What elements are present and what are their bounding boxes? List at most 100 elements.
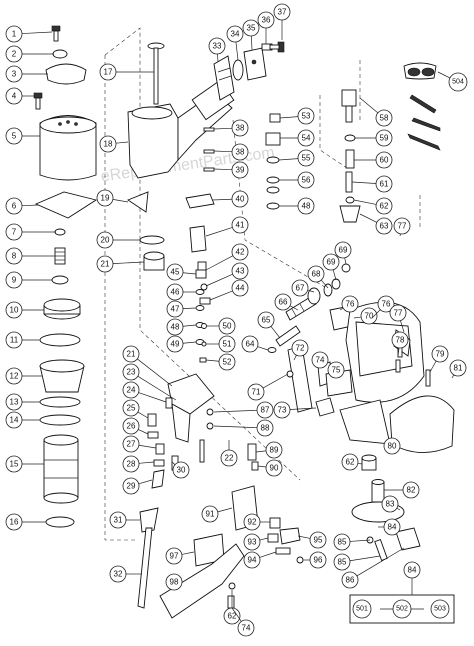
callout-leader (113, 262, 144, 264)
callout-number: 97 (170, 552, 179, 561)
part-68-ring (342, 264, 350, 272)
callout-number: 79 (436, 350, 445, 359)
callout-88: 88 (214, 420, 273, 436)
callout-10: 10 (6, 302, 44, 318)
callout-number: 58 (380, 114, 389, 123)
callout-number: 37 (278, 8, 287, 17)
callout-number: 52 (223, 358, 232, 367)
callout-number: 67 (296, 284, 305, 293)
callout-46: 46 (167, 284, 196, 300)
callout-leader (22, 32, 52, 34)
callout-number: 20 (101, 236, 110, 245)
callout-number: 78 (396, 336, 405, 345)
part-9-ring (52, 276, 68, 284)
callout-leader (358, 463, 362, 464)
callout-32: 32 (110, 566, 142, 582)
callout-leader (280, 117, 298, 118)
part-84-latch (396, 528, 420, 550)
callout-number: 83 (386, 500, 395, 509)
callout-74: 74 (312, 352, 328, 368)
part-48b-plunger (342, 90, 356, 122)
callout-number: 54 (302, 134, 311, 143)
part-8-spring (55, 248, 65, 264)
callout-leader (271, 326, 280, 338)
part-36-bolt (270, 42, 284, 52)
callout-81: 81 (450, 360, 466, 378)
callout-number: 6 (12, 202, 17, 211)
part-6-gasket (36, 192, 96, 218)
callout-number: 18 (104, 140, 113, 149)
callout-number: 69 (339, 246, 348, 255)
callout-leader (206, 360, 219, 361)
callout-leader (214, 169, 232, 170)
callout-number: 65 (262, 316, 271, 325)
part-39-valve-cap (186, 194, 214, 208)
part-504-hex-key (408, 134, 440, 150)
callout-number: 84 (408, 566, 417, 575)
part-38b-pin (204, 168, 214, 171)
callout-55: 55 (279, 150, 314, 166)
callout-89: 89 (256, 442, 282, 458)
callout-number: 502 (396, 606, 408, 613)
part-55b-ring (267, 187, 279, 193)
callout-24: 24 (123, 382, 166, 402)
callout-leader (116, 142, 128, 143)
callout-29: 29 (123, 478, 152, 494)
callout-number: 24 (127, 386, 136, 395)
part-28-lever (152, 470, 164, 488)
callout-leader (438, 72, 451, 78)
callout-56: 56 (279, 172, 314, 188)
callout-number: 93 (248, 538, 257, 547)
part-86-screw (207, 423, 213, 429)
callout-5: 5 (6, 128, 40, 144)
callout-number: 38 (236, 124, 245, 133)
callout-28: 28 (123, 456, 154, 472)
callout-13: 13 (6, 394, 40, 410)
part-83-spring (375, 540, 387, 561)
callout-number: 82 (407, 486, 416, 495)
callout-2: 2 (6, 46, 54, 62)
callout-number: 80 (388, 442, 397, 451)
part-43-plug (200, 298, 210, 304)
callout-leader (258, 347, 268, 350)
part-34-cover (244, 48, 266, 80)
callout-503: 503 (431, 600, 449, 618)
callout-96: 96 (303, 552, 326, 568)
callout-69: 69 (323, 254, 339, 280)
callout-90: 90 (258, 460, 282, 476)
callout-leader (360, 214, 377, 222)
part-5-cylinder-cap (40, 116, 96, 181)
callout-leader (139, 393, 166, 402)
callout-number: 26 (127, 422, 136, 431)
callout-11: 11 (6, 332, 40, 348)
callout-number: 76 (346, 300, 355, 309)
callout-number: 64 (246, 340, 255, 349)
callout-number: 41 (236, 221, 245, 230)
part-15-cylinder (44, 435, 78, 503)
part-53-valve (266, 133, 280, 145)
callout-leader (139, 480, 152, 484)
callout-number: 8 (12, 252, 17, 261)
callout-number: 49 (171, 340, 180, 349)
part-80-spool-post (372, 480, 384, 503)
callout-77: 77 (394, 218, 410, 236)
callout-number: 501 (356, 606, 368, 613)
callout-number: 3 (12, 70, 17, 79)
callout-number: 55 (302, 154, 311, 163)
part-90-block (270, 518, 280, 528)
part-50-ball (202, 342, 206, 346)
part-61-valve-head (340, 206, 360, 222)
callout-15: 15 (6, 456, 44, 472)
part-16-ring (46, 517, 74, 527)
callout-number: 29 (127, 482, 136, 491)
callout-number: 27 (127, 440, 136, 449)
callout-number: 72 (296, 344, 305, 353)
part-13-ring (40, 397, 80, 407)
callout-12: 12 (6, 368, 42, 384)
callout-leader (137, 359, 172, 386)
part-23-screw (166, 398, 172, 408)
callout-number: 38 (236, 148, 245, 157)
callout-40: 40 (212, 191, 248, 207)
